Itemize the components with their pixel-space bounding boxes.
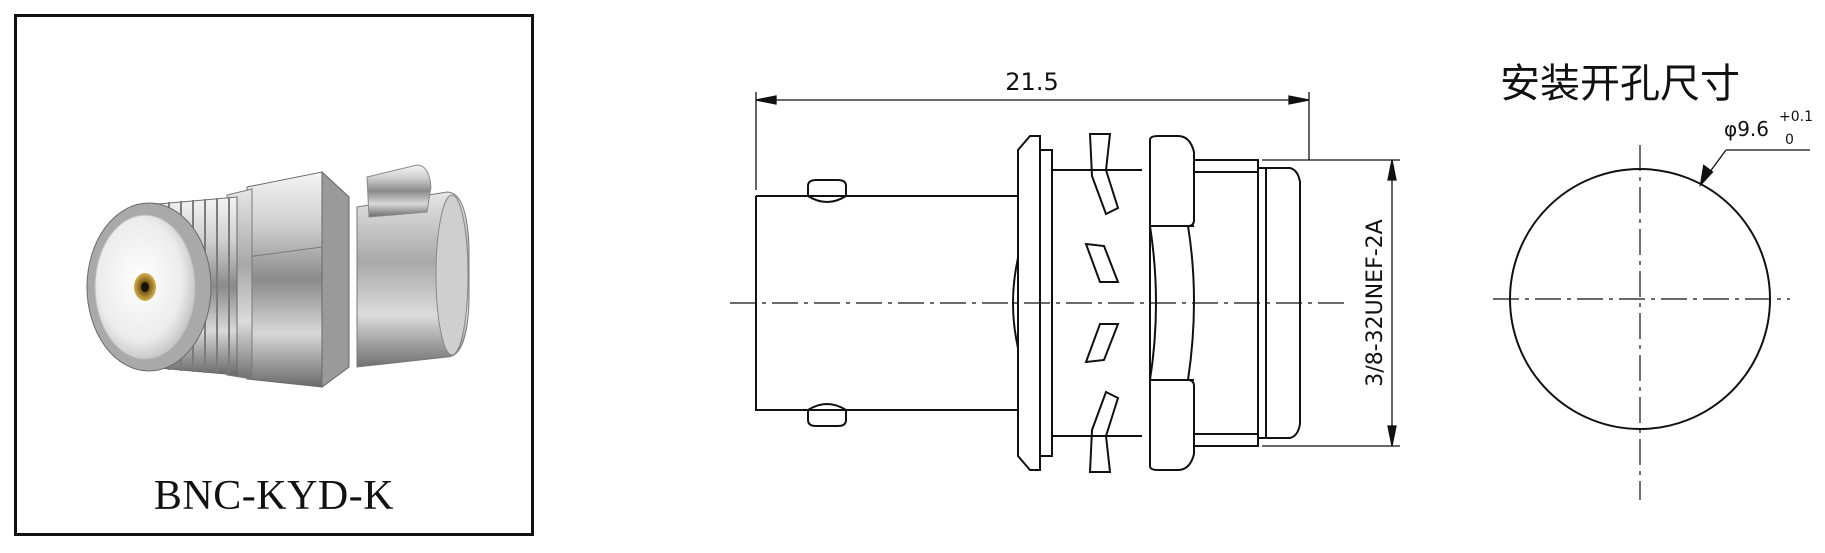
cutout-diameter-label: φ9.6 (1724, 117, 1769, 141)
mounting-flange (1017, 135, 1041, 471)
connector-face (86, 202, 212, 372)
bnc-connector-photo (86, 164, 470, 388)
tolerance-upper: +0.1 (1779, 109, 1813, 125)
bnc-barrel (755, 195, 1018, 411)
tolerance-lower: 0 (1785, 132, 1794, 148)
connector-rear-body (356, 164, 470, 368)
bayonet-lug-top (807, 179, 847, 203)
hex-nut (246, 170, 350, 388)
product-name: BNC-KYD-K (153, 473, 395, 519)
connector-side-view (730, 133, 1350, 473)
overall-length-label: 21.5 (1005, 68, 1058, 96)
thread-spec-label: 3/8-32UNEF-2A (1363, 219, 1388, 386)
thread-dimension (1262, 159, 1400, 447)
product-photo-frame: BNC-KYD-K (14, 14, 534, 536)
lock-washer-teeth (1084, 133, 1120, 473)
panel-cutout-view (1493, 145, 1810, 500)
bayonet-lug-bottom (807, 403, 847, 427)
panel-cutout-title: 安装开孔尺寸 (1500, 61, 1740, 107)
length-dimension (755, 92, 1310, 190)
hex-nut-outline (1149, 135, 1195, 471)
